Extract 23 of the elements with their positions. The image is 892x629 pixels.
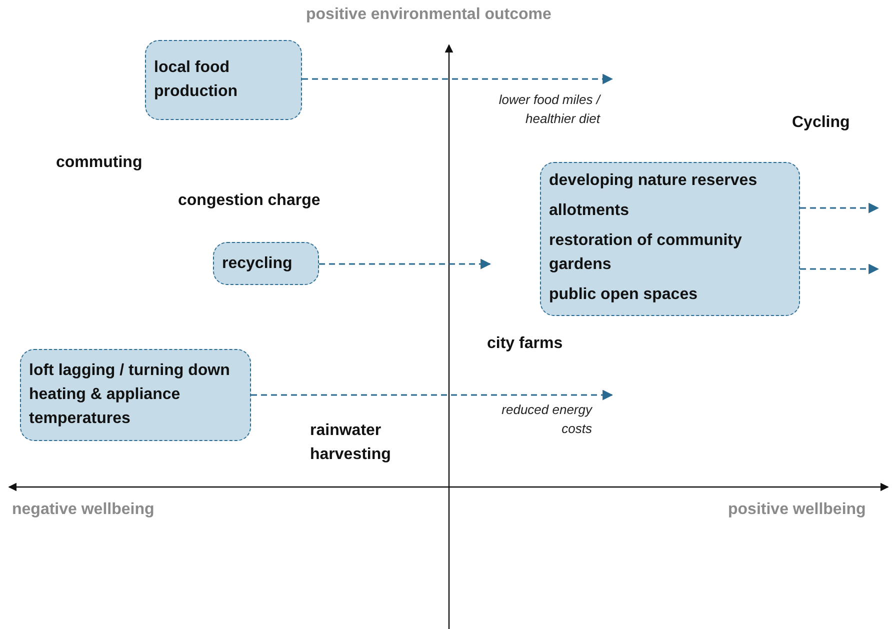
text-box (540, 162, 800, 316)
arrow (319, 258, 492, 270)
item-text: Cycling (792, 113, 851, 133)
item-text: rainwater harvesting (310, 421, 392, 465)
item-text: congestion charge (178, 191, 322, 211)
item-text: developing nature reserves (549, 171, 758, 191)
item-text: commuting (56, 153, 144, 173)
item-text: allotments (549, 201, 630, 221)
item-text: public open spaces (549, 285, 698, 305)
arrow (302, 74, 614, 84)
arrow (800, 264, 880, 274)
arrow (251, 390, 614, 400)
text-box (145, 40, 302, 120)
item-text: city farms (487, 334, 564, 354)
axis-label: positive wellbeing (728, 500, 867, 520)
item-text: recycling (222, 254, 292, 274)
item-text: loft lagging / turning down heating & appliance temperatures (29, 361, 231, 429)
axis-label: positive environmental outcome (306, 5, 552, 25)
axis-label: negative wellbeing (12, 500, 156, 520)
text-box (20, 349, 251, 441)
arrow (800, 202, 880, 214)
item-text: local food production (154, 58, 239, 102)
text-box (213, 242, 319, 285)
